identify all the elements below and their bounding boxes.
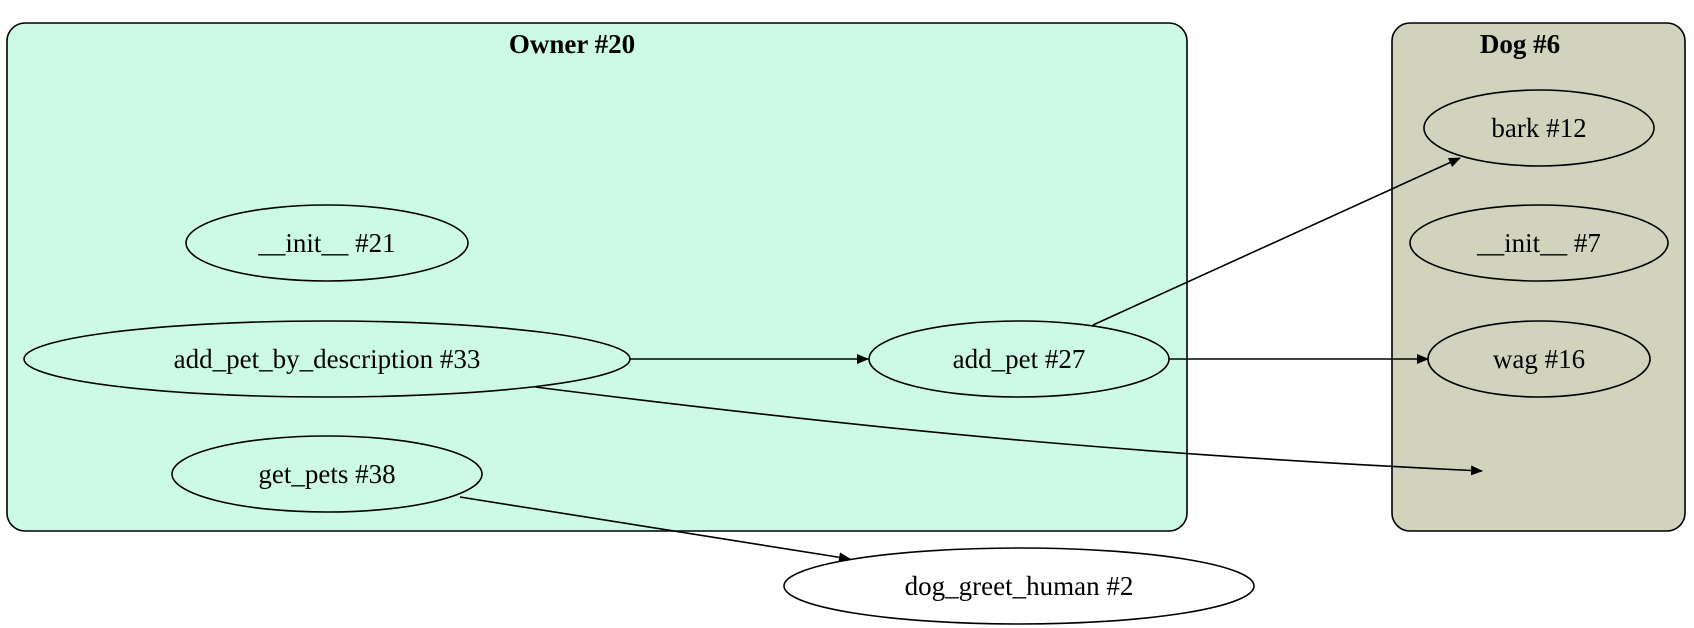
node-owner-init-label: __init__ #21 xyxy=(257,228,395,258)
node-get-pets-shape xyxy=(171,435,483,513)
node-dog-greet-human[interactable]: dog_greet_human #2 xyxy=(783,547,1255,625)
node-wag-label: wag #16 xyxy=(1493,344,1585,374)
cluster-owner-title: Owner #20 xyxy=(509,29,635,59)
cluster-dog: Dog #6 xyxy=(1391,22,1686,532)
node-owner-init[interactable]: __init__ #21 xyxy=(185,204,469,282)
node-add-pet-by-description[interactable]: add_pet_by_description #33 xyxy=(23,320,631,398)
node-wag-shape xyxy=(1427,320,1651,398)
edge-get-pets-to-dog-greet-human xyxy=(459,496,851,563)
node-add-pet[interactable]: add_pet #27 xyxy=(868,320,1170,398)
node-bark-shape xyxy=(1423,89,1655,167)
node-dog-init[interactable]: __init__ #7 xyxy=(1409,204,1669,282)
node-add-pet-by-description-label: add_pet_by_description #33 xyxy=(174,344,481,374)
node-add-pet-shape xyxy=(868,320,1170,398)
node-dog-init-shape xyxy=(1409,204,1669,282)
cluster-dog-title: Dog #6 xyxy=(1480,29,1560,59)
cluster-owner: Owner #20 xyxy=(6,22,1188,532)
node-bark[interactable]: bark #12 xyxy=(1423,89,1655,167)
node-wag[interactable]: wag #16 xyxy=(1427,320,1651,398)
node-dog-greet-human-shape xyxy=(783,547,1255,625)
node-add-pet-label: add_pet #27 xyxy=(953,344,1086,374)
node-get-pets-label: get_pets #38 xyxy=(258,459,395,489)
edges xyxy=(459,157,1483,563)
edge-add-pet-by-description-to-dog xyxy=(534,386,1483,476)
cluster-owner-box xyxy=(6,22,1188,532)
edge-add-pet-to-bark xyxy=(1092,157,1461,326)
cluster-dog-box xyxy=(1391,22,1686,532)
node-bark-label: bark #12 xyxy=(1491,113,1586,143)
node-owner-init-shape xyxy=(185,204,469,282)
node-dog-greet-human-label: dog_greet_human #2 xyxy=(905,571,1134,601)
node-get-pets[interactable]: get_pets #38 xyxy=(171,435,483,513)
node-dog-init-label: __init__ #7 xyxy=(1476,228,1601,258)
node-add-pet-by-description-shape xyxy=(23,320,631,398)
